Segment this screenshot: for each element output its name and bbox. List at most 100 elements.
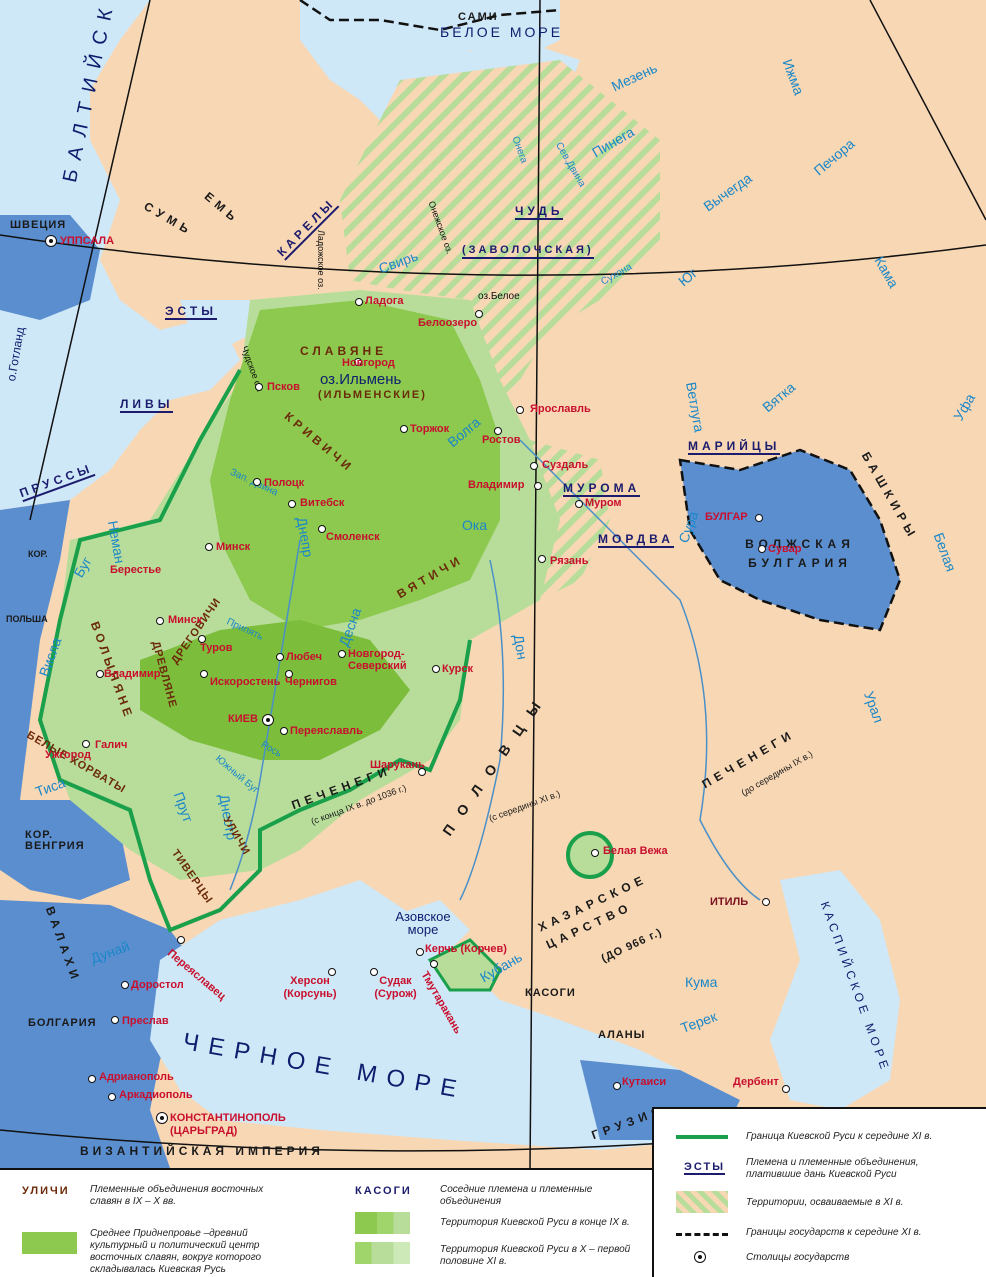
graticule-60e xyxy=(869,0,986,221)
city-marker xyxy=(782,1085,790,1093)
city-kerch: Керчь (Корчев) xyxy=(425,943,507,955)
city-arkadiopol: Аркадиополь xyxy=(119,1089,193,1101)
tmutarakan-area xyxy=(427,938,502,992)
city-ryazan: Рязань xyxy=(550,555,589,567)
city-suzdal: Суздаль xyxy=(542,459,589,471)
tribe-livy: ЛИВЫ xyxy=(120,397,174,413)
neighbor-kasogi: КАСОГИ xyxy=(525,987,576,999)
legend-text-state-border: Границы государств к середине XI в. xyxy=(746,1227,922,1238)
city-marker xyxy=(285,670,293,678)
legend-text-tribes: Племенные объединения восточных славян в… xyxy=(90,1184,264,1207)
city-marker xyxy=(575,500,583,508)
river-label-oka: Ока xyxy=(462,517,488,533)
city-marker xyxy=(534,482,542,490)
city-marker xyxy=(253,478,261,486)
city-lyubech: Любеч xyxy=(286,651,322,663)
legend-key-ulichi: УЛИЧИ xyxy=(22,1185,70,1197)
gulf-of-finland xyxy=(180,300,260,345)
city-marker xyxy=(156,617,164,625)
city-yaroslavl: Ярославль xyxy=(530,403,591,415)
city-adrianopol: Адрианополь xyxy=(99,1071,174,1083)
city-vladimir: Владимир xyxy=(468,479,525,491)
city-smolensk: Смоленск xyxy=(326,531,380,543)
graticule-40 xyxy=(529,0,541,1169)
city-novgorod-seversky: Новгород-Северский xyxy=(348,648,407,673)
city-marker xyxy=(755,514,763,522)
city-marker xyxy=(318,525,326,533)
sweden xyxy=(0,215,100,320)
neighbor-alany: АЛАНЫ xyxy=(598,1029,646,1041)
river-volga xyxy=(519,439,761,901)
tribe-muroma: МУРОМА xyxy=(563,481,641,497)
city-marker xyxy=(762,898,770,906)
city-marker xyxy=(430,960,438,968)
city-marker xyxy=(205,543,213,551)
neighbor-volga-bulgaria: ВОЛЖСКАЯ БУЛГАРИЯ xyxy=(745,537,855,571)
city-itil: ИТИЛЬ xyxy=(710,896,749,908)
rus-territory-ix xyxy=(210,300,500,630)
city-polotsk: Полоцк xyxy=(264,477,305,489)
city-marker xyxy=(475,310,483,318)
city-marker xyxy=(96,670,104,678)
city-marker xyxy=(494,427,502,435)
city-suvar: Сувар xyxy=(768,543,802,555)
city-sharukan: Шарукань xyxy=(370,759,425,771)
city-marker xyxy=(108,1093,116,1101)
city-vladimir-volynsky: Владимир xyxy=(104,668,161,680)
city-kherson: Херсон (Корсунь) xyxy=(283,975,337,1001)
city-torzhok: Торжок xyxy=(410,423,450,435)
city-rostov: Ростов xyxy=(482,434,521,446)
state-border-north xyxy=(299,0,561,32)
city-berestye: Берестье xyxy=(110,564,162,576)
city-marker xyxy=(758,545,766,553)
river-don xyxy=(459,559,505,901)
city-pskov: Псков xyxy=(267,381,300,393)
city-turov: Туров xyxy=(200,642,233,654)
city-marker xyxy=(591,849,599,857)
city-derbent: Дербент xyxy=(733,1076,779,1088)
azov-sea xyxy=(380,900,470,960)
belaya-vezha-area xyxy=(566,831,614,879)
city-kutaisi: Кутаиси xyxy=(622,1076,667,1088)
city-vitebsk: Витебск xyxy=(300,497,345,509)
city-marker xyxy=(613,1082,621,1090)
city-kursk: Курск xyxy=(442,663,474,675)
city-marker xyxy=(538,555,546,563)
city-marker xyxy=(198,635,206,643)
neighbor-sami: САМИ xyxy=(458,11,499,23)
tribe-chud: ЧУДЬ xyxy=(515,204,564,220)
city-uppsala: УППСАЛА xyxy=(60,235,115,247)
city-marker xyxy=(177,936,185,944)
legend-swatch-capital xyxy=(694,1251,706,1263)
tribe-zavolochskaya: (ЗАВОЛОЧСКАЯ) xyxy=(462,245,594,259)
legend-text-middle-dnieper: Среднее Приднепровье –древний культурный… xyxy=(90,1228,262,1275)
city-marker xyxy=(432,665,440,673)
city-marker xyxy=(516,406,524,414)
city-marker xyxy=(418,768,426,776)
neighbor-bulgaria: БОЛГАРИЯ xyxy=(28,1017,97,1029)
tribe-mariytsy: МАРИЙЦЫ xyxy=(688,439,781,455)
city-marker xyxy=(200,670,208,678)
city-marker xyxy=(88,1075,96,1083)
white-sea xyxy=(300,0,560,150)
legend-key-kasogi: КАСОГИ xyxy=(355,1185,412,1197)
city-marker xyxy=(111,1016,119,1024)
city-pereyaslavl: Переяславль xyxy=(290,725,363,737)
city-bulgar: БУЛГАР xyxy=(705,511,748,523)
city-galich: Галич xyxy=(95,739,128,751)
city-marker xyxy=(354,358,362,366)
city-marker xyxy=(82,740,90,748)
legend-text-neighbors: Соседние племена и племенные объединения xyxy=(440,1184,593,1207)
city-marker xyxy=(338,650,346,658)
black-sea xyxy=(150,880,720,1150)
city-marker xyxy=(255,383,263,391)
city-minsk: Минск xyxy=(216,541,251,553)
city-marker xyxy=(370,968,378,976)
city-uzhgorod: Ужгород xyxy=(45,749,91,761)
city-sudak: Судак (Сурож) xyxy=(374,975,417,1001)
border-kievan-rus xyxy=(37,369,472,933)
city-murom: Муром xyxy=(585,497,622,509)
city-preslav: Преслав xyxy=(122,1015,169,1027)
city-beloozero: Белоозеро xyxy=(418,317,478,329)
